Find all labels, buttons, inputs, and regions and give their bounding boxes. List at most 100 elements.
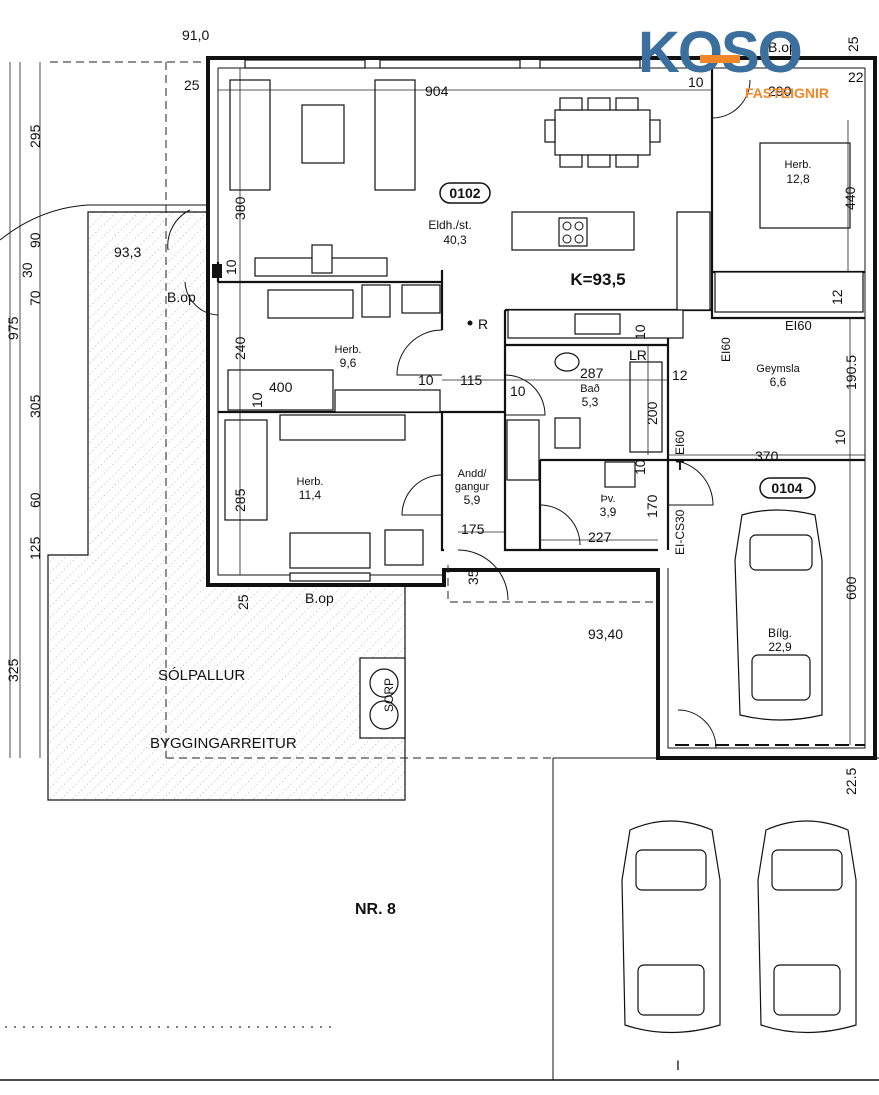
logo-wordmark: KOSO — [638, 20, 801, 85]
svg-text:22: 22 — [848, 69, 864, 85]
garage-car — [734, 509, 823, 721]
svg-text:115: 115 — [460, 372, 483, 388]
sorp-label: SORP — [382, 678, 396, 712]
room-name-garage: Bílg. — [768, 626, 792, 640]
svg-text:93,40: 93,40 — [588, 626, 623, 642]
room-area-bath: 5,3 — [582, 395, 599, 409]
window-top-3 — [539, 59, 641, 69]
dining-chairs — [544, 97, 661, 168]
column-left — [212, 264, 222, 278]
room-name-bath: Bað — [580, 383, 600, 395]
sofa-right — [374, 79, 416, 191]
sofa-left — [229, 79, 271, 191]
r-marker: R — [478, 316, 488, 332]
byggingarreitur-label: BYGGINGARREITUR — [150, 735, 297, 752]
svg-text:10: 10 — [632, 324, 648, 340]
drawing-marker: I — [676, 1057, 680, 1073]
svg-text:285: 285 — [232, 488, 248, 512]
hall-wardrobe — [506, 419, 540, 481]
room-area-bed-sw: 11,4 — [299, 488, 322, 502]
r-dot — [467, 320, 473, 326]
room-area-living: 40,3 — [443, 233, 467, 247]
room-area-garage: 22,9 — [768, 640, 792, 654]
svg-text:125: 125 — [27, 536, 43, 560]
dimension-lines — [9, 62, 865, 758]
ei-cs30-label: EI-CS30 — [673, 509, 687, 555]
svg-text:400: 400 — [269, 379, 293, 395]
washbasin — [554, 352, 580, 372]
toilet — [554, 417, 581, 449]
svg-text:305: 305 — [27, 394, 43, 418]
svg-text:370: 370 — [755, 448, 779, 464]
kitchen-sink — [574, 313, 621, 335]
ei60-label-a: EI60 — [785, 318, 812, 333]
svg-text:440: 440 — [842, 186, 858, 210]
room-tag-garage: 0104 — [759, 477, 816, 499]
room-name-hall-2: gangur — [455, 481, 490, 493]
svg-text:93,3: 93,3 — [114, 244, 141, 260]
lr-label: LR — [629, 347, 647, 363]
svg-text:91,0: 91,0 — [182, 27, 209, 43]
room-name-living: Eldh./st. — [428, 218, 471, 232]
svg-text:975: 975 — [5, 316, 21, 340]
wardrobe-ne — [714, 271, 864, 313]
bed-sw — [224, 419, 268, 521]
room-area-storage: 6,6 — [770, 375, 787, 389]
window-top-1 — [244, 59, 366, 69]
wardrobe-mid — [401, 284, 441, 314]
exterior-wall-main — [206, 56, 877, 760]
svg-text:175: 175 — [461, 521, 485, 537]
window-top-2 — [379, 59, 521, 69]
wardrobe-sw — [279, 414, 406, 441]
b-op-top: B.op — [768, 39, 797, 55]
koso-logo: KOSO FASTEIGNIR — [638, 20, 829, 101]
svg-text:70: 70 — [27, 290, 43, 306]
chair-sw — [384, 529, 424, 566]
door-swings — [167, 79, 751, 749]
bed-ne — [759, 142, 851, 229]
dimension-labels: 91,0 25 904 10 290 22 25 380 93,3 10 240… — [5, 27, 864, 795]
svg-text:12: 12 — [829, 289, 845, 305]
svg-text:227: 227 — [588, 529, 612, 545]
svg-text:10: 10 — [249, 392, 265, 408]
terrace-boundary — [0, 204, 208, 241]
desk-mid — [267, 289, 354, 319]
room-name-storage: Geymsla — [756, 363, 800, 375]
room-name-bed-ne: Herb. — [785, 159, 812, 171]
solpallur-label: SÓLPALLUR — [158, 667, 245, 684]
chair-mid — [361, 284, 391, 318]
bathtub — [629, 361, 663, 453]
svg-text:10: 10 — [510, 383, 526, 399]
svg-text:25: 25 — [184, 77, 200, 93]
desk-sw — [289, 532, 371, 569]
svg-text:30: 30 — [19, 262, 35, 278]
lamp — [311, 244, 333, 274]
sorp-bin-1 — [369, 668, 399, 698]
parking-car-1 — [621, 820, 721, 1034]
b-op-left: B.op — [167, 289, 196, 305]
svg-text:904: 904 — [425, 83, 449, 99]
room-name-bed-mid: Herb. — [335, 344, 362, 356]
svg-text:190.5: 190.5 — [843, 355, 859, 390]
ei60-label-c: EI60 — [673, 430, 687, 455]
bed-mid — [227, 369, 334, 411]
parking-car-2 — [757, 820, 857, 1034]
svg-text:10: 10 — [418, 372, 434, 388]
b-op-bottom: B.op — [305, 590, 334, 606]
coffee-table — [301, 104, 345, 164]
laundry-sink — [604, 461, 636, 488]
svg-text:60: 60 — [27, 492, 43, 508]
window-bottom-1 — [289, 572, 371, 582]
room-name-bed-sw: Herb. — [297, 476, 324, 488]
room-area-bed-ne: 12,8 — [786, 172, 810, 186]
t-marker: T — [676, 458, 684, 473]
room-area-hall: 5,9 — [464, 493, 481, 507]
room-tag-living: 0102 — [439, 182, 491, 204]
room-name-hall-1: Andd/ — [458, 468, 488, 480]
logo-subtitle: FASTEIGNIR — [745, 85, 829, 101]
svg-text:10: 10 — [632, 459, 648, 475]
svg-text:10: 10 — [832, 429, 848, 445]
svg-text:90: 90 — [27, 232, 43, 248]
room-name-laundry: Þv. — [600, 493, 615, 505]
room-area-bed-mid: 9,6 — [340, 356, 357, 370]
